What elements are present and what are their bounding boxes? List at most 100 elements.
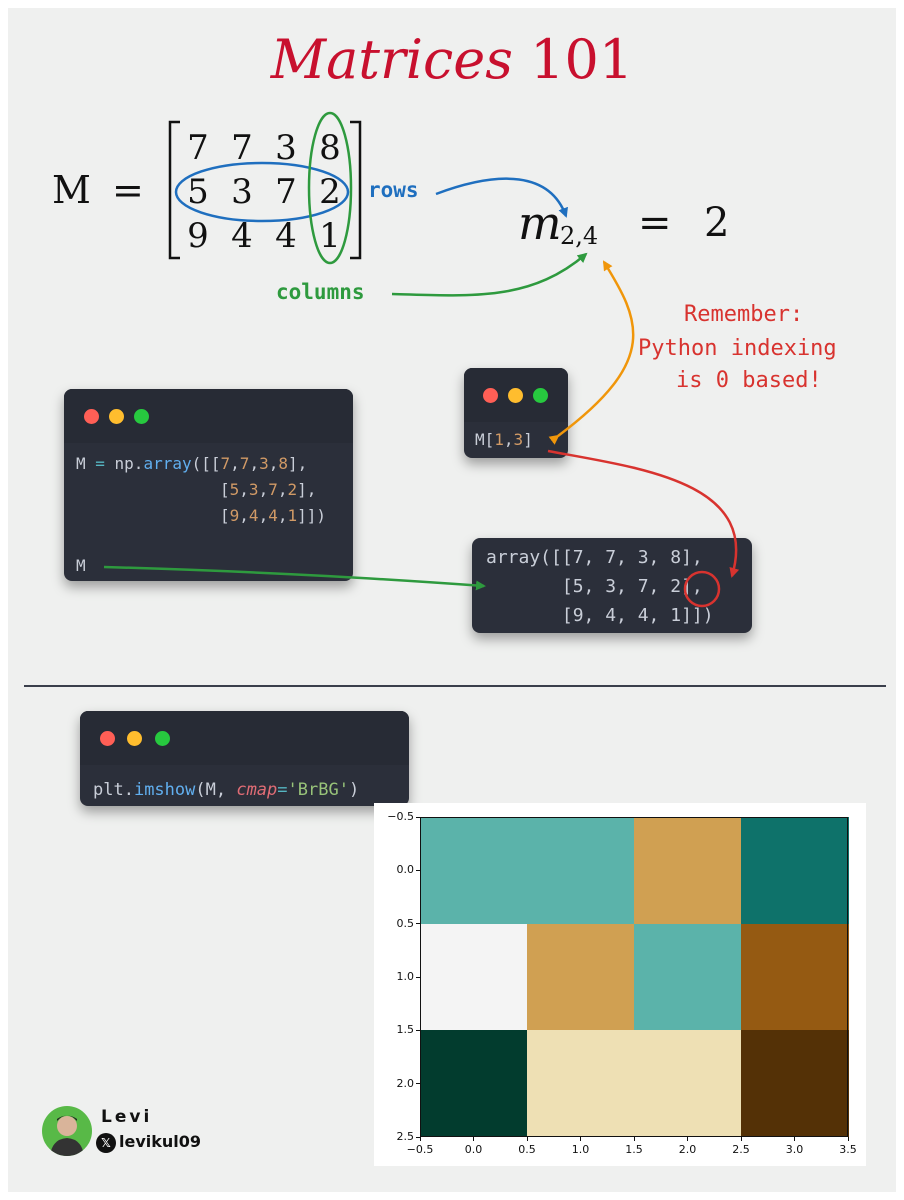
- minimize-dot-icon: [508, 388, 523, 403]
- y-tick-label: 2.0: [396, 1076, 415, 1090]
- matrix-cell: 8: [319, 128, 341, 168]
- x-tick-mark: [740, 1137, 742, 1141]
- maximize-dot-icon: [155, 731, 170, 746]
- heatmap-cell: [634, 1030, 742, 1138]
- matrix-cell: 7: [275, 172, 297, 212]
- y-tick-mark: [416, 976, 420, 978]
- rows-label: rows: [368, 178, 419, 202]
- code-line-2: [5,3,7,2],: [220, 480, 317, 499]
- matrix-cell: 5: [187, 172, 209, 212]
- matrix-cell: 3: [231, 172, 253, 212]
- matrix-cell: 7: [231, 128, 253, 168]
- brand-name: Levi: [101, 1107, 153, 1127]
- y-tick-label: 0.0: [396, 863, 415, 877]
- y-tick-label: 1.0: [396, 970, 415, 983]
- heatmap-cell: [741, 817, 849, 925]
- code-window-index: M[1,3]: [464, 368, 568, 458]
- maximize-dot-icon: [533, 388, 548, 403]
- minimize-dot-icon: [109, 409, 124, 424]
- y-tick-mark: [416, 816, 420, 818]
- x-tick-mark: [794, 1137, 795, 1141]
- output-line-2: [5, 3, 7, 2],: [486, 576, 703, 597]
- x-tick-label: −0.5: [406, 1143, 434, 1156]
- matrix-cell: 9: [187, 216, 209, 256]
- imshow-call: plt.imshow(M, cmap='BrBG'): [93, 780, 360, 800]
- x-tick-mark: [847, 1137, 849, 1141]
- heatmap-cell: [634, 817, 742, 925]
- window-titlebar: [80, 711, 409, 765]
- element-base: m: [518, 196, 562, 250]
- x-tick-mark: [419, 1137, 421, 1141]
- heatmap-cell: [634, 923, 742, 1031]
- y-tick-mark: [416, 1029, 420, 1031]
- window-titlebar: [64, 389, 353, 443]
- heatmap-cell: [741, 1030, 849, 1138]
- y-tick-label: 1.5: [396, 1023, 415, 1037]
- columns-label: columns: [276, 280, 365, 304]
- y-tick-mark: [416, 1083, 420, 1085]
- remember-line-2: Python indexing: [638, 336, 837, 361]
- x-tick-mark: [473, 1137, 474, 1141]
- x-tick-label: 2.5: [732, 1143, 750, 1156]
- brand-handle: levikul09: [119, 1132, 202, 1151]
- x-logo-icon: 𝕏: [96, 1133, 116, 1153]
- heatmap-cell: [420, 817, 528, 925]
- remember-line-3: is 0 based!: [676, 368, 822, 393]
- element-value: 2: [704, 200, 730, 246]
- output-line-1: array([[7, 7, 3, 8],: [486, 547, 703, 568]
- element-subscript: 2,4: [560, 222, 599, 250]
- close-dot-icon: [100, 731, 115, 746]
- code-line-3: [9,4,4,1]]): [220, 506, 327, 525]
- x-tick-label: 0.0: [464, 1143, 483, 1156]
- x-tick-mark: [633, 1137, 635, 1141]
- code-line-4: M: [76, 556, 86, 575]
- code-line-1: M = np.array([[7,7,3,8],: [76, 454, 308, 473]
- x-tick-label: 0.5: [518, 1143, 536, 1156]
- heatmap-cell: [527, 817, 635, 925]
- x-tick-mark: [687, 1137, 688, 1141]
- code-window-array: M = np.array([[7,7,3,8], [5,3,7,2], [9,4…: [64, 389, 353, 581]
- heatmap-cell: [527, 923, 635, 1031]
- minimize-dot-icon: [127, 731, 142, 746]
- y-tick-label: 0.5: [396, 916, 415, 930]
- window-titlebar: [464, 368, 568, 422]
- x-tick-label: 1.0: [571, 1143, 590, 1156]
- output-line-3: [9, 4, 4, 1]]): [486, 605, 714, 626]
- y-tick-mark: [416, 923, 420, 925]
- matrix-cell: 4: [231, 216, 253, 256]
- heatmap-cell: [527, 1030, 635, 1138]
- title-number: 101: [530, 28, 634, 91]
- matrix-cell: 1: [319, 216, 341, 256]
- y-tick-mark: [416, 1136, 420, 1138]
- output-window: array([[7, 7, 3, 8], [5, 3, 7, 2], [9, 4…: [472, 538, 752, 633]
- heatmap-cell: [420, 1030, 528, 1138]
- title-italic: Matrices: [270, 28, 513, 91]
- y-tick-mark: [416, 869, 420, 871]
- avatar: [42, 1106, 92, 1156]
- x-tick-label: 3.0: [785, 1143, 804, 1156]
- close-dot-icon: [84, 409, 99, 424]
- code-window-imshow: plt.imshow(M, cmap='BrBG'): [80, 711, 409, 806]
- x-tick-mark: [526, 1137, 528, 1141]
- matrix-cell: 7: [187, 128, 209, 168]
- matrix-symbol: M: [52, 168, 91, 212]
- x-tick-label: 1.5: [625, 1143, 643, 1156]
- x-tick-label: 2.0: [678, 1143, 697, 1156]
- equals-sign: =: [112, 168, 144, 212]
- section-divider: [24, 685, 886, 687]
- index-expression: M[1,3]: [475, 430, 533, 449]
- x-tick-label: 3.5: [839, 1143, 857, 1156]
- x-tick-mark: [580, 1137, 581, 1141]
- heatmap-cell: [420, 923, 528, 1031]
- y-tick-label: 2.5: [396, 1130, 415, 1143]
- matrix-cell: 4: [275, 216, 297, 256]
- y-tick-label: −0.5: [387, 810, 414, 823]
- heatmap-cell: [741, 923, 849, 1031]
- matrix-cell: 3: [275, 128, 297, 168]
- heatmap-axes-frame: [420, 817, 848, 1137]
- remember-line-1: Remember:: [684, 302, 804, 327]
- close-dot-icon: [483, 388, 498, 403]
- matrix-cell: 2: [319, 172, 341, 212]
- maximize-dot-icon: [134, 409, 149, 424]
